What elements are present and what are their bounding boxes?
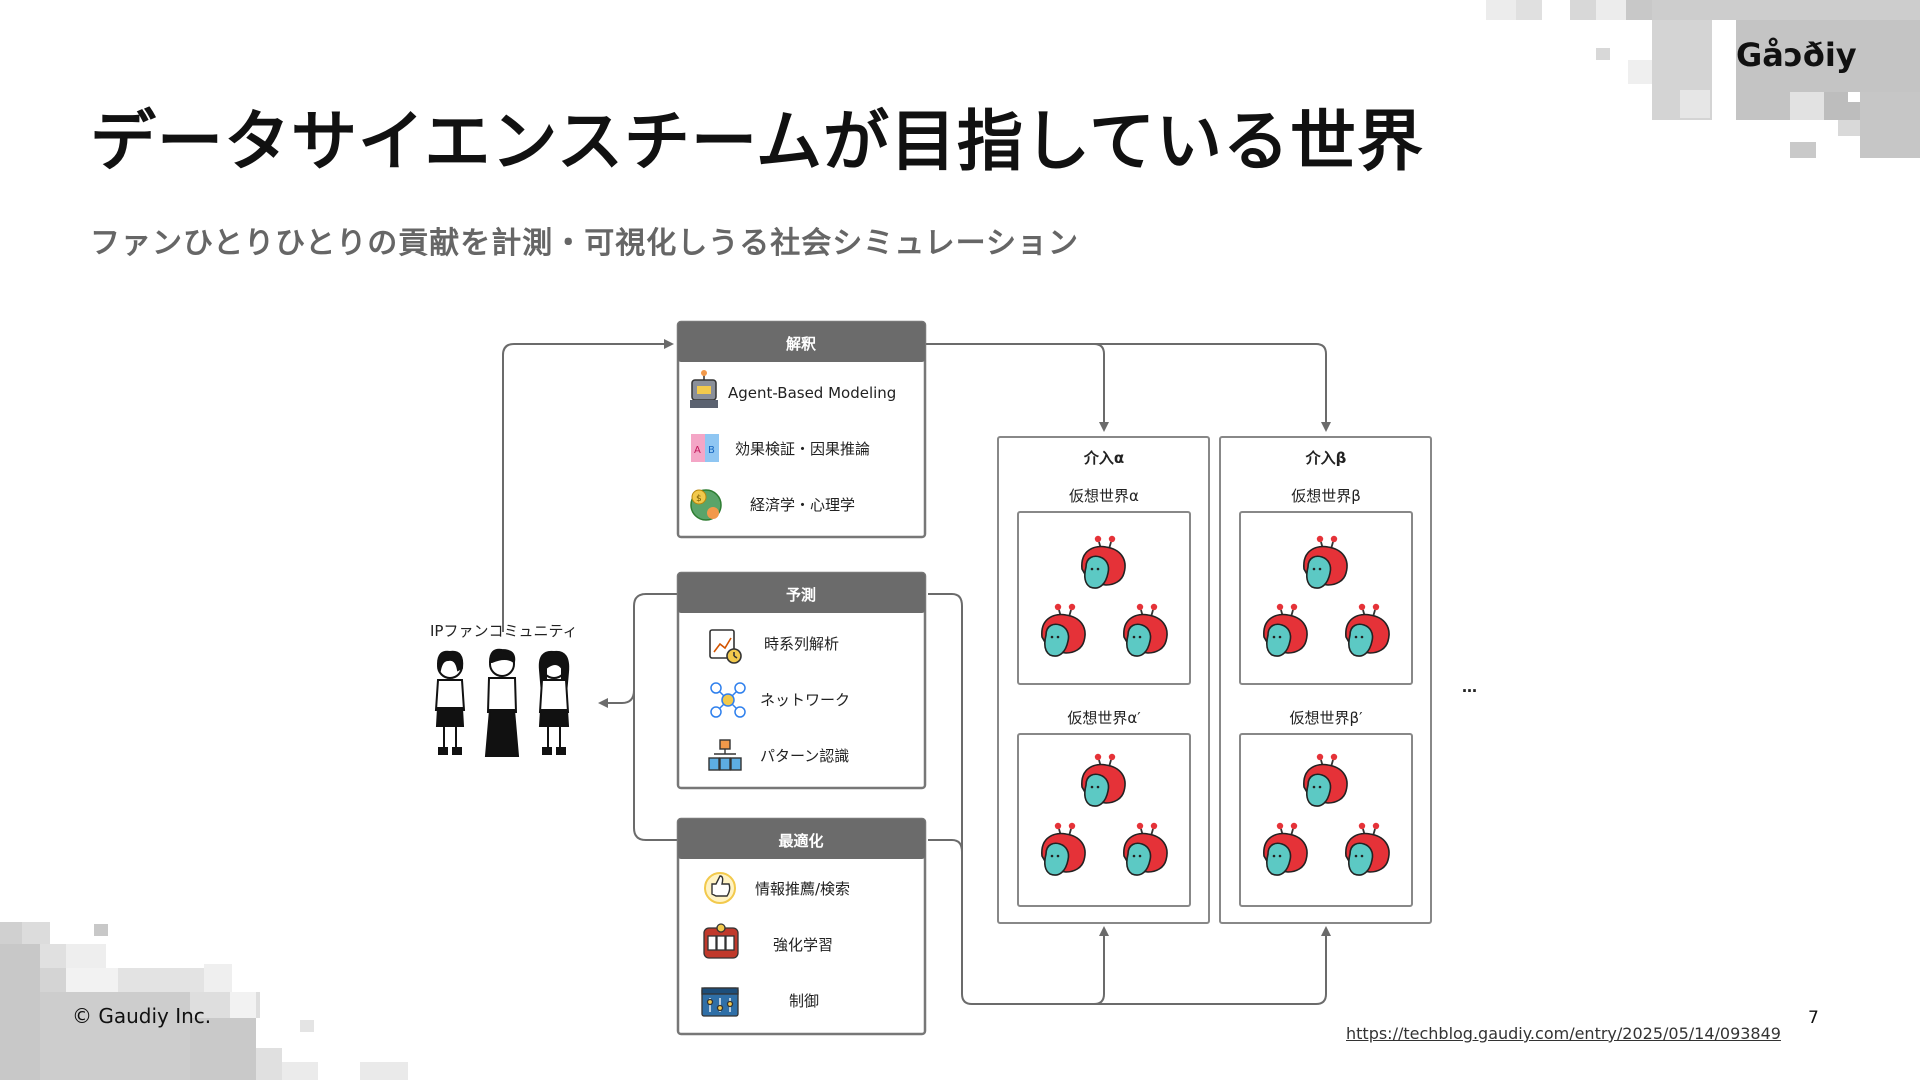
world-beta-label: 仮想世界β	[1291, 487, 1361, 505]
box-prediction: 予測 時系列解析 ネットワーク パターン認識	[676, 571, 927, 790]
ab-test-icon: A B	[691, 434, 719, 462]
control-panel-icon	[701, 987, 739, 1017]
world-beta-prime-label: 仮想世界β′	[1290, 709, 1364, 727]
world-beta-prime-panel	[1239, 733, 1413, 907]
box-interpretation-item-3: 経済学・心理学	[750, 496, 855, 514]
robot-icon	[690, 370, 718, 408]
pattern-recognition-icon	[708, 739, 742, 771]
intervention-alpha: 介入α 仮想世界α 仮想世界α′	[997, 436, 1210, 924]
page-title: データサイエンスチームが目指している世界	[90, 103, 1425, 180]
brand-logo: Gåɔðiy	[1736, 36, 1857, 74]
box-optimization-item-3: 制御	[789, 992, 819, 1010]
fan-person-2	[484, 648, 520, 757]
box-prediction-item-3: パターン認識	[760, 747, 849, 765]
community-label: IPファンコミュニティ	[430, 622, 578, 640]
box-interpretation-item-1: Agent-Based Modeling	[728, 384, 896, 402]
time-series-icon	[709, 629, 742, 664]
intervention-beta: 介入β 仮想世界β 仮想世界β′	[1219, 436, 1432, 924]
box-prediction-title: 予測	[786, 586, 816, 604]
fan-person-3	[538, 650, 570, 755]
copyright-notice: © Gaudiy Inc.	[72, 1004, 212, 1028]
box-prediction-item-2: ネットワーク	[760, 691, 850, 709]
box-interpretation-item-2: 効果検証・因果推論	[735, 440, 870, 458]
box-optimization-title: 最適化	[778, 832, 823, 850]
globe-money-icon: $	[690, 489, 722, 521]
intervention-beta-title: 介入β	[1305, 449, 1347, 467]
world-alpha-prime-label: 仮想世界α′	[1067, 709, 1141, 727]
more-ellipsis: …	[1462, 678, 1477, 696]
world-alpha-panel	[1017, 511, 1191, 685]
svg-text:$: $	[696, 494, 702, 504]
box-optimization: 最適化 情報推薦/検索 強化学習 制御	[676, 817, 927, 1036]
box-optimization-item-2: 強化学習	[773, 936, 833, 954]
svg-text:A: A	[694, 445, 701, 456]
connector-arrows	[502, 339, 1331, 1005]
box-optimization-item-1: 情報推薦/検索	[755, 880, 850, 898]
thumbs-up-icon	[704, 872, 736, 904]
world-alpha-label: 仮想世界α	[1069, 487, 1139, 505]
source-link[interactable]: https://techblog.gaudiy.com/entry/2025/0…	[1346, 1024, 1781, 1043]
world-alpha-prime-panel	[1017, 733, 1191, 907]
network-icon	[710, 682, 746, 718]
page-number: 7	[1808, 1008, 1819, 1028]
box-interpretation: 解釈 Agent-Based Modeling A B 効果検証・因果推論 $ …	[676, 320, 927, 539]
box-interpretation-title: 解釈	[786, 335, 817, 353]
page-subtitle: ファンひとりひとりの貢献を計測・可視化しうる社会シミュレーション	[90, 226, 1079, 261]
world-beta-panel	[1239, 511, 1413, 685]
svg-text:B: B	[708, 445, 715, 456]
ip-fan-community: IPファンコミュニティ	[430, 622, 578, 757]
slot-machine-icon	[703, 923, 739, 959]
intervention-alpha-title: 介入α	[1083, 449, 1124, 467]
box-prediction-item-1: 時系列解析	[764, 635, 839, 653]
fan-person-1	[434, 650, 466, 755]
